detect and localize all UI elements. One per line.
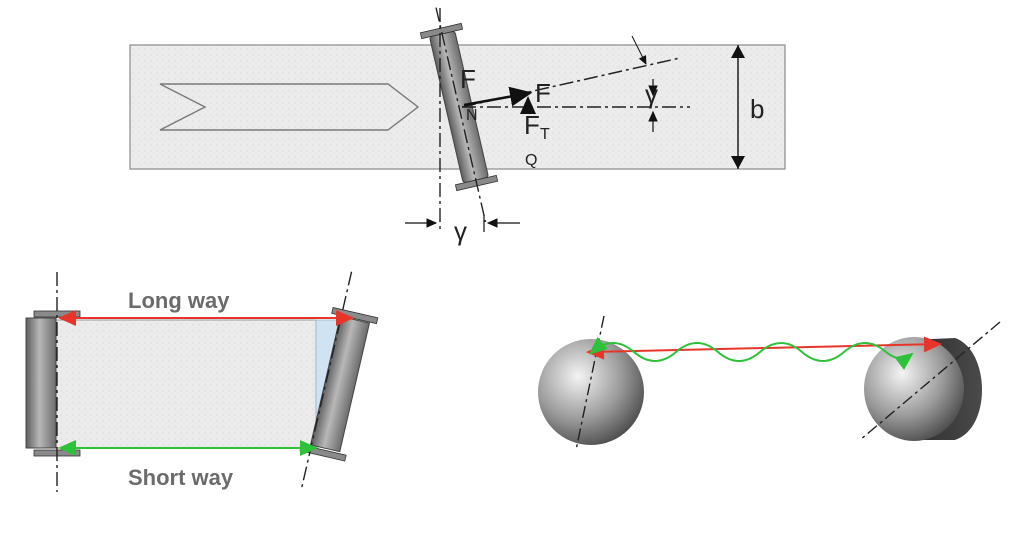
skewed-roller: [419, 7, 499, 223]
label-N-sub: N: [466, 107, 478, 124]
label-Q: Q: [525, 152, 537, 169]
skew-tick-arrow: [631, 35, 647, 65]
label-gamma-right: γ: [645, 79, 658, 109]
belt-section: [55, 319, 317, 449]
label-F-roller: F: [460, 64, 476, 94]
left-roller-end: [538, 339, 644, 445]
travel-direction-arrow: [159, 83, 420, 131]
wavy-path-arrow: [588, 336, 914, 370]
top-belt-diagram: F N F F T γ γ b Q: [129, 7, 786, 246]
label-FT: F: [524, 110, 540, 140]
bottom-right-diagram: [538, 315, 1001, 451]
label-FT-sub: T: [540, 126, 550, 143]
label-F: F: [535, 78, 551, 108]
left-roller: [25, 272, 81, 492]
right-roller-axis: [859, 321, 1001, 441]
force-F-arrow: [463, 86, 533, 107]
bottom-left-diagram: Long way Short way: [25, 271, 379, 492]
right-roller-end: [864, 337, 964, 441]
long-way-label: Long way: [128, 288, 230, 313]
short-way-label: Short way: [128, 465, 234, 490]
width-dim-arrow-bottom: [731, 156, 745, 169]
label-b: b: [750, 94, 764, 124]
width-dim-arrow-top: [731, 45, 745, 58]
label-gamma-bottom: γ: [454, 216, 467, 246]
